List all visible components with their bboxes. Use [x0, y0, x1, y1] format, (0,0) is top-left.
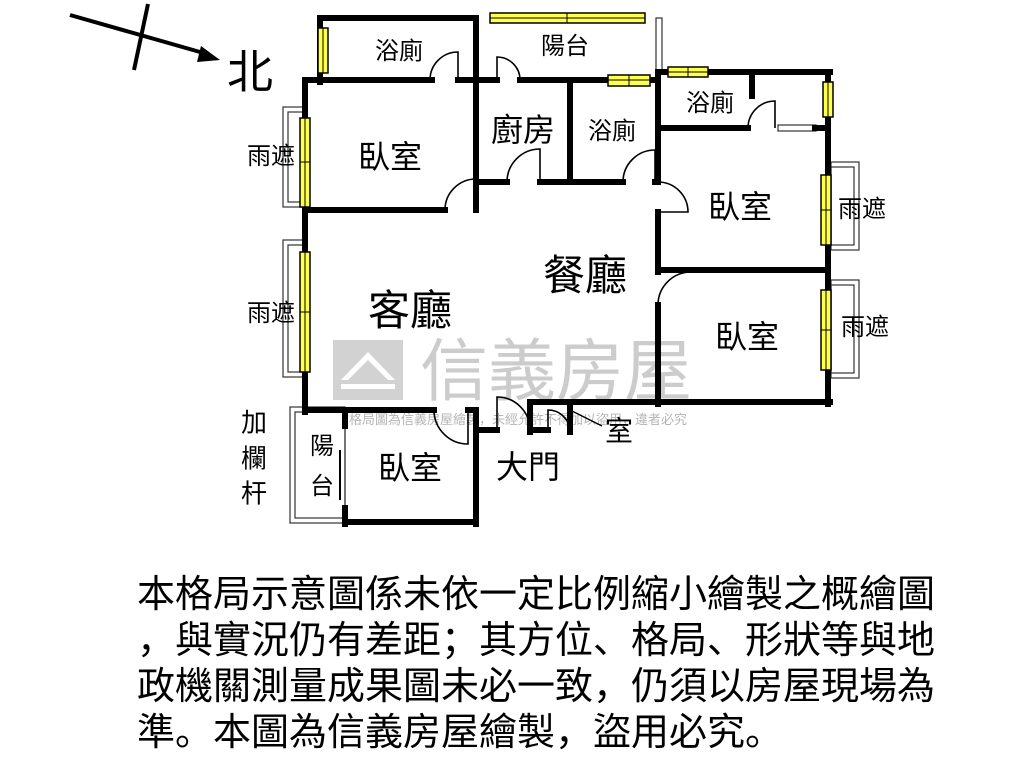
label-railing-1: 加 [241, 409, 267, 438]
label-bath-middle: 浴廁 [588, 118, 636, 145]
windows [299, 12, 834, 373]
north-arrow-shaft [69, 13, 201, 54]
door-storage [547, 409, 571, 433]
door-bedroom-top-left [444, 178, 477, 211]
label-main-door: 大門 [496, 449, 560, 485]
label-canopy-left-upper: 雨遮 [247, 143, 295, 170]
door-bath-top-right [747, 100, 776, 129]
disclaimer-line-3: 政機關測量成果圖未必一致，仍須以房屋現場為 [137, 666, 935, 708]
label-railing-3: 杆 [241, 480, 267, 509]
room-labels: 浴廁 陽台 臥室 廚房 浴廁 浴廁 臥室 餐廳 客廳 臥室 臥室 大門 室 陽 … [241, 33, 889, 509]
storage-pointer [571, 410, 603, 427]
window-bedroom-right-lower [820, 289, 832, 371]
brand-logo [333, 340, 403, 400]
label-canopy-right-upper: 雨遮 [838, 196, 886, 223]
doors [429, 51, 776, 445]
disclaimer-line-1: 本格局示意圖係未依一定比例縮小繪製之概繪圖 [137, 574, 935, 616]
window-living [299, 251, 311, 373]
label-dining: 餐廳 [543, 253, 627, 300]
window-bath-top-right-side [822, 81, 834, 118]
north-arrow-crossbar [132, 3, 150, 71]
watermark-brand: 信義房屋 [420, 334, 692, 410]
window-bath-top-right [667, 66, 709, 78]
balcony-top-right-edge [655, 17, 663, 73]
label-bath-top-left: 浴廁 [375, 38, 423, 65]
label-balcony-bottom-2: 台 [310, 473, 334, 500]
label-railing-2: 欄 [241, 445, 267, 474]
door-balcony-top [496, 56, 521, 81]
window-bath-top-left [317, 27, 329, 74]
disclaimer: 本格局示意圖係未依一定比例縮小繪製之概繪圖 ，與實況仍有差距；其方位、格局、形狀… [137, 574, 935, 754]
window-bedroom-right-upper [820, 174, 832, 246]
label-bedroom-top-left: 臥室 [358, 139, 422, 175]
label-balcony-bottom-1: 陽 [310, 434, 334, 460]
window-balcony-top [489, 12, 646, 24]
window-bath-middle [607, 74, 651, 87]
disclaimer-line-4: 準。本圖為信義房屋繪製，盜用必究。 [137, 712, 783, 754]
label-storage: 室 [605, 416, 633, 448]
balcony-bottom-outline [289, 406, 346, 524]
window-bedroom-top-left [299, 117, 311, 208]
door-bedroom-right-lower [657, 271, 692, 306]
door-kitchen [506, 148, 541, 183]
north-arrow: 北 [69, 3, 273, 98]
door-bedroom-right-upper [657, 181, 689, 213]
door-main [496, 396, 531, 431]
watermark: 信義房屋 格局圖為信義房屋繪製，未經允許不得加以盜用，違者必究 [333, 334, 692, 427]
label-kitchen: 廚房 [491, 112, 555, 148]
bathtub-edge [777, 124, 817, 132]
label-balcony-top: 陽台 [541, 33, 589, 60]
label-bedroom-right-lower: 臥室 [715, 319, 779, 355]
label-bedroom-right-upper: 臥室 [708, 189, 772, 225]
door-bedroom-bottom [433, 409, 469, 445]
disclaimer-line-2: ，與實況仍有差距；其方位、格局、形狀等與地 [137, 620, 935, 662]
north-label: 北 [227, 47, 273, 98]
label-canopy-right-lower: 雨遮 [841, 314, 889, 341]
label-living: 客廳 [368, 288, 452, 335]
door-bath-middle [622, 149, 656, 183]
label-bedroom-bottom: 臥室 [378, 450, 442, 486]
north-arrow-head [197, 46, 220, 62]
label-canopy-left-lower: 雨遮 [247, 300, 295, 327]
label-bath-top-right: 浴廁 [686, 90, 734, 117]
watermark-notice: 格局圖為信義房屋繪製，未經允許不得加以盜用，違者必究 [349, 412, 687, 427]
door-bath-top-left [429, 51, 459, 81]
